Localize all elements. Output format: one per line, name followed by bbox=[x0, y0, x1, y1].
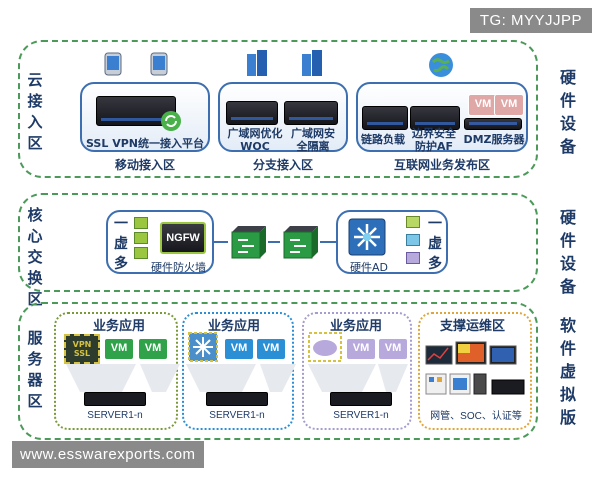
branch-access-caption: 分支接入区 bbox=[252, 158, 313, 172]
core-side-label: 硬件设备 bbox=[559, 208, 576, 296]
dmz-server-label: DMZ服务器 bbox=[463, 133, 525, 146]
wan-isolation-label: 广域网安全隔离 bbox=[291, 127, 335, 153]
business-app-title: 业务应用 bbox=[208, 319, 261, 334]
link-line bbox=[214, 241, 228, 243]
vpn-ssl-module bbox=[64, 334, 100, 364]
internet-publish-caption: 互联网业务发布区 bbox=[393, 158, 490, 172]
vm-blue: VM bbox=[256, 338, 286, 360]
core-switch-icon bbox=[283, 226, 318, 259]
business-app-title: 业务应用 bbox=[93, 319, 146, 334]
watermark-bottom: www.esswarexports.com bbox=[12, 441, 204, 468]
cloud-side-label: 硬件设备 bbox=[559, 68, 576, 156]
support-om-group bbox=[418, 312, 532, 430]
vm-green: VM bbox=[104, 338, 134, 360]
vm-blue: VM bbox=[224, 338, 254, 360]
projection-shape bbox=[66, 364, 408, 392]
dmz-server-device bbox=[464, 118, 522, 130]
business-app-group-2 bbox=[182, 312, 294, 430]
mini-module-icon bbox=[406, 252, 420, 264]
server-rack bbox=[330, 392, 392, 406]
support-om-caption: 网管、SOC、认证等 bbox=[430, 411, 522, 422]
link-line bbox=[268, 241, 280, 243]
server-rack bbox=[84, 392, 146, 406]
server-label: SERVER1-n bbox=[87, 410, 143, 421]
server-band bbox=[18, 302, 538, 440]
cloud-access-label: 云接入区 bbox=[27, 71, 43, 152]
server-side-label: 软件虚拟版 bbox=[559, 316, 576, 427]
ad-device-icon bbox=[188, 332, 218, 362]
ssl-vpn-label: SSL VPN统一接入平台 bbox=[86, 137, 204, 150]
core-switch-label: 核心交换区 bbox=[27, 206, 43, 308]
vm-green: VM bbox=[138, 338, 168, 360]
cloud-module-icon bbox=[308, 332, 342, 362]
vm-purple: VM bbox=[378, 338, 408, 360]
mini-module-icon bbox=[134, 217, 148, 229]
ngfw-caption: 硬件防火墙 bbox=[151, 261, 206, 274]
core-switch-icon bbox=[231, 226, 266, 259]
mobile-access-caption: 移动接入区 bbox=[114, 158, 175, 172]
watermark-top: TG: MYYJJPP bbox=[469, 8, 592, 33]
vm-purple: VM bbox=[346, 338, 376, 360]
business-app-title: 业务应用 bbox=[330, 319, 383, 334]
tablet-icon bbox=[104, 52, 122, 76]
globe-icon bbox=[429, 53, 453, 77]
core-switch-band bbox=[18, 193, 538, 292]
server-rack bbox=[206, 392, 268, 406]
mini-module-icon bbox=[134, 232, 148, 244]
ad-caption: 硬件AD bbox=[350, 261, 388, 274]
ad-vertical-label: 一虚多 bbox=[428, 216, 442, 272]
wan-isolation-device bbox=[284, 101, 338, 125]
business-app-group-3 bbox=[302, 312, 412, 430]
vpn-ssl-label: VPN SSL bbox=[72, 340, 92, 358]
vm-red: VM bbox=[494, 94, 524, 116]
woc-label: 广域网优化WOC bbox=[227, 127, 283, 153]
link-load-device bbox=[362, 106, 408, 130]
vm-red: VM bbox=[468, 94, 498, 116]
support-om-title: 支撑运维区 bbox=[440, 319, 506, 334]
ngfw-device: NGFW bbox=[160, 222, 206, 254]
ad-device-icon bbox=[348, 218, 386, 256]
building-icon bbox=[302, 50, 322, 76]
ngfw-vertical-label: 一虚多 bbox=[114, 216, 128, 272]
mini-module-icon bbox=[134, 247, 148, 259]
server-zone-label: 服务器区 bbox=[27, 329, 43, 410]
business-app-group-1 bbox=[54, 312, 178, 430]
refresh-globe-icon bbox=[161, 111, 181, 131]
mini-module-icon bbox=[406, 234, 420, 246]
woc-device bbox=[226, 101, 278, 125]
mini-module-icon bbox=[406, 216, 420, 228]
af-label: 边界安全防护AF bbox=[412, 127, 456, 153]
cloud-access-band bbox=[18, 40, 538, 178]
server-label: SERVER1-n bbox=[333, 410, 389, 421]
monitor-icon bbox=[425, 341, 525, 395]
phone-icon bbox=[150, 52, 168, 76]
link-load-label: 链路负载 bbox=[361, 133, 405, 146]
af-device bbox=[410, 106, 460, 130]
building-icon bbox=[247, 50, 267, 76]
server-label: SERVER1-n bbox=[209, 410, 265, 421]
link-line bbox=[320, 241, 336, 243]
